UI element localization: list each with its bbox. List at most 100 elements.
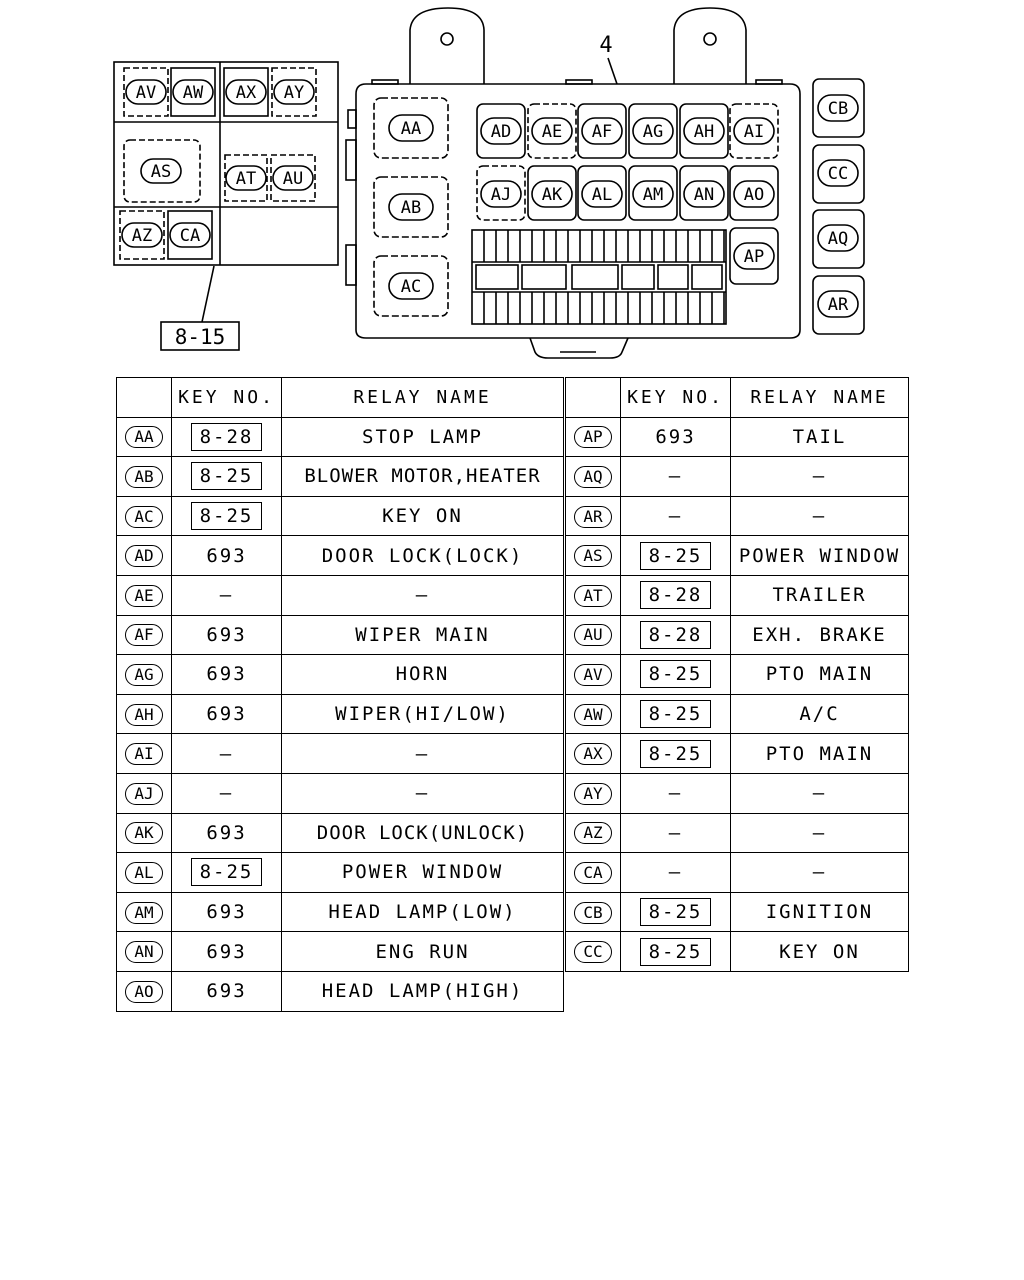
relay-badge: AK bbox=[531, 180, 573, 208]
relay-badge: AL bbox=[581, 180, 623, 208]
key-no-cell: 8-25 bbox=[620, 891, 731, 933]
key-no-boxed: 8-25 bbox=[639, 541, 712, 570]
key-no-boxed: 8-25 bbox=[190, 858, 263, 887]
table-row: AC 8-25 KEY ON bbox=[116, 495, 564, 537]
relay-badge-label: AL bbox=[592, 185, 612, 205]
key-no-boxed: 8-25 bbox=[639, 660, 712, 689]
key-no: — bbox=[219, 584, 234, 607]
relay-badge: AQ bbox=[817, 224, 859, 252]
relay-name-cell: KEY ON bbox=[281, 495, 564, 537]
relay-name-cell: HEAD LAMP(HIGH) bbox=[281, 970, 564, 1012]
relay-badge-label: AS bbox=[151, 162, 171, 182]
relay-badge-label: AD bbox=[491, 122, 511, 142]
table-row: CA—— bbox=[565, 852, 909, 893]
relay-badge: CA bbox=[169, 222, 211, 248]
table-row: AR—— bbox=[565, 495, 909, 537]
relay-badge-label: AV bbox=[136, 83, 156, 103]
relay-badge: CC bbox=[817, 159, 859, 187]
relay-label-cell: AK bbox=[116, 812, 172, 854]
table-header-row: KEY NO. RELAY NAME bbox=[116, 377, 564, 418]
relay-label-cell: AO bbox=[116, 970, 172, 1012]
key-no-cell: — bbox=[620, 495, 731, 537]
key-no: — bbox=[219, 742, 234, 765]
key-no-cell: 8-25 bbox=[620, 654, 731, 695]
relay-name-cell: HEAD LAMP(LOW) bbox=[281, 891, 564, 933]
relay-badge-label: AM bbox=[643, 185, 663, 205]
key-no-cell: 8-25 bbox=[620, 931, 731, 972]
key-no-cell: 693 bbox=[171, 931, 282, 972]
relay-label: AU bbox=[574, 624, 612, 647]
key-no: — bbox=[668, 782, 683, 805]
relay-badge: AH bbox=[683, 117, 725, 145]
relay-label: AB bbox=[125, 465, 163, 488]
relay-label: AX bbox=[574, 743, 612, 766]
relay-label: AC bbox=[125, 505, 163, 528]
key-no-boxed: 8-28 bbox=[639, 620, 712, 649]
relay-name-cell: — bbox=[730, 772, 909, 814]
table-row: AY — — bbox=[565, 772, 909, 814]
relay-badge: AP bbox=[733, 242, 775, 270]
relay-name-cell: — bbox=[730, 812, 909, 854]
key-no: 693 bbox=[206, 623, 247, 646]
relay-badge: AA bbox=[388, 114, 434, 142]
relay-label-cell: AZ bbox=[565, 812, 621, 854]
relay-badge: AS bbox=[140, 158, 182, 184]
relay-name-cell: DOOR LOCK(UNLOCK) bbox=[281, 812, 564, 854]
relay-badge: CB bbox=[817, 94, 859, 122]
relay-name-cell: — bbox=[281, 733, 564, 774]
relay-label: AP bbox=[574, 426, 612, 449]
relay-label: AW bbox=[574, 703, 612, 726]
key-no: 693 bbox=[655, 425, 696, 448]
relay-badge-label: AH bbox=[694, 122, 714, 142]
relay-name-cell: — bbox=[730, 495, 909, 537]
key-no-cell: 693 bbox=[171, 970, 282, 1012]
relay-badge-label: AZ bbox=[132, 226, 152, 246]
relay-name-cell: EXH. BRAKE bbox=[730, 614, 909, 656]
relay-label: AO bbox=[125, 980, 163, 1003]
key-no-boxed: 8-25 bbox=[190, 502, 263, 531]
relay-name-cell: TRAILER bbox=[730, 574, 909, 616]
relay-badge: AY bbox=[273, 79, 315, 105]
relay-label-cell: AW bbox=[565, 693, 621, 735]
relay-label: AS bbox=[574, 545, 612, 568]
relay-name-cell: DOOR LOCK(LOCK) bbox=[281, 535, 564, 576]
key-no-cell: 8-28 bbox=[620, 614, 731, 656]
key-no-cell: — bbox=[171, 574, 282, 616]
key-no-cell: — bbox=[620, 772, 731, 814]
fuse-panel bbox=[471, 229, 727, 325]
sub-relay-block bbox=[113, 61, 339, 266]
relay-badge: AT bbox=[225, 165, 267, 191]
relay-badge-label: AU bbox=[283, 169, 303, 189]
key-no: 693 bbox=[206, 901, 247, 924]
relay-badge-label: AG bbox=[643, 122, 663, 142]
key-no: 693 bbox=[206, 940, 247, 963]
relay-badge-label: CA bbox=[180, 226, 200, 246]
key-no-cell: 8-25 bbox=[620, 733, 731, 774]
relay-label-cell: AI bbox=[116, 733, 172, 774]
key-no-cell: — bbox=[620, 456, 731, 497]
relay-label: AK bbox=[125, 822, 163, 845]
relay-label: AI bbox=[125, 743, 163, 766]
callout-sub-block: 8-15 bbox=[175, 325, 226, 349]
header-label bbox=[565, 377, 621, 418]
key-no-cell: 693 bbox=[171, 812, 282, 854]
key-no-cell: 8-28 bbox=[171, 416, 282, 458]
relay-name-cell: WIPER MAIN bbox=[281, 614, 564, 656]
relay-label: AL bbox=[125, 861, 163, 884]
relay-label-cell: AY bbox=[565, 772, 621, 814]
relay-name-cell: BLOWER MOTOR,HEATER bbox=[281, 456, 564, 497]
relay-name-cell: — bbox=[281, 772, 564, 814]
key-no-boxed: 8-28 bbox=[639, 581, 712, 610]
relay-badge-label: AJ bbox=[491, 185, 511, 205]
